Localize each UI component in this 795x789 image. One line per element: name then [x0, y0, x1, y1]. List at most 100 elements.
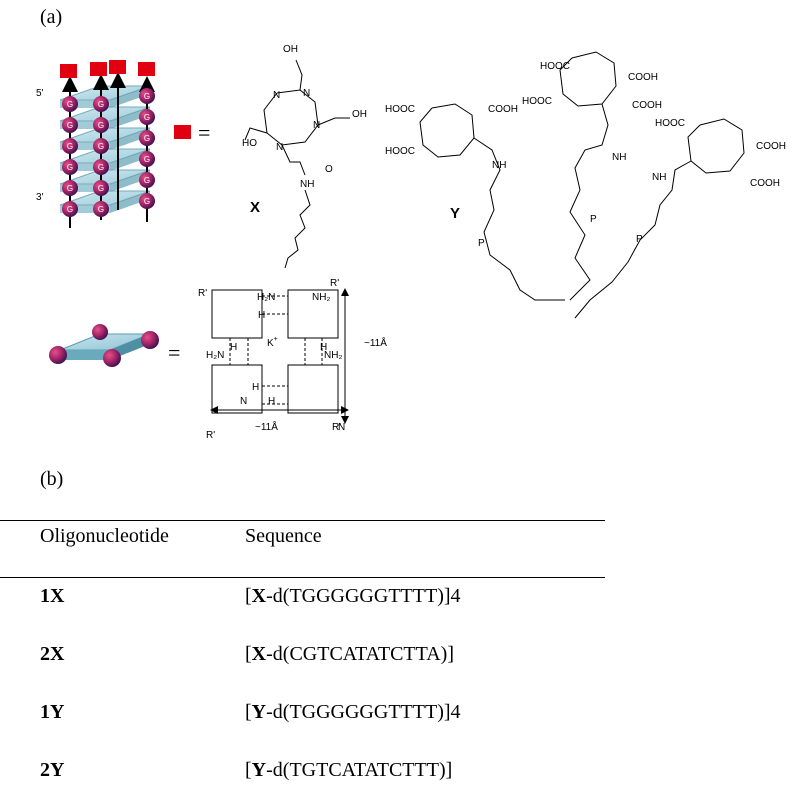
- svg-text:R': R': [330, 278, 339, 289]
- compound-x-structure: [244, 59, 350, 269]
- guanine-letter: G: [98, 205, 104, 214]
- svg-text:NH: NH: [492, 160, 506, 171]
- svg-text:H₂N: H₂N: [206, 350, 224, 361]
- quartet-plate-side: [110, 170, 150, 192]
- quartet-plate-side: [110, 191, 150, 213]
- potassium-ion-label: K+: [267, 336, 278, 349]
- guanine-letter: G: [67, 121, 73, 130]
- compound-y-label: Y: [450, 205, 460, 222]
- guanine-sphere: [93, 159, 109, 175]
- modification-label: X: [251, 643, 267, 665]
- svg-text:HOOC: HOOC: [522, 96, 552, 107]
- svg-text:P: P: [636, 234, 643, 245]
- guanine-sphere: [62, 138, 78, 154]
- tag-square: [60, 64, 77, 78]
- svg-text:NH₂: NH₂: [312, 292, 330, 303]
- svg-text:N: N: [303, 88, 310, 99]
- svg-text:NH: NH: [300, 179, 314, 190]
- guanine-sphere: [93, 201, 109, 217]
- svg-text:HOOC: HOOC: [385, 104, 415, 115]
- metal-chelate-tags: [60, 60, 155, 78]
- single-quartet-plate: [49, 324, 159, 367]
- guanine-letter: G: [98, 100, 104, 109]
- svg-text:COOH: COOH: [632, 100, 662, 111]
- table-header-rule: [0, 577, 605, 578]
- guanine-letter: G: [144, 134, 150, 143]
- column-header-oligonucleotide: Oligonucleotide: [40, 525, 169, 547]
- svg-text:H: H: [268, 396, 275, 407]
- compound-y-atoms: HOOC COOH HOOC HOOC COOH HOOC COOH HOOC …: [385, 61, 786, 249]
- guanine-sphere: [139, 193, 155, 209]
- panel-a-label: (a): [40, 6, 63, 28]
- oligonucleotide-name: 2Y: [40, 759, 65, 781]
- svg-text:NH: NH: [652, 172, 666, 183]
- svg-text:N: N: [240, 396, 247, 407]
- three-prime-label: 3': [36, 192, 44, 203]
- guanine-letter: G: [67, 100, 73, 109]
- modification-label: Y: [251, 759, 267, 781]
- svg-text:P: P: [478, 238, 485, 249]
- quartet-plate-side: [110, 128, 150, 150]
- legend-tag-square: [174, 125, 191, 139]
- panel-b-label: (b): [40, 468, 64, 490]
- guanine-letter: G: [98, 184, 104, 193]
- svg-text:HOOC: HOOC: [655, 118, 685, 129]
- svg-text:OH: OH: [352, 109, 367, 120]
- guanine-letter: G: [144, 176, 150, 185]
- legend-equals: =: [198, 120, 210, 145]
- g-quartet-structure: [210, 288, 349, 424]
- guanine-letter: G: [98, 142, 104, 151]
- svg-text:H: H: [258, 310, 265, 321]
- quartet-equals: =: [168, 340, 180, 365]
- guanine-letter: G: [144, 113, 150, 122]
- svg-text:COOH: COOH: [488, 104, 518, 115]
- guanine-letter: G: [144, 197, 150, 206]
- compound-y-structure: [419, 51, 745, 319]
- guanine-sphere: [62, 180, 78, 196]
- svg-text:N: N: [338, 422, 345, 433]
- guanine-sphere: [62, 201, 78, 217]
- guanine-letter: G: [67, 205, 73, 214]
- oligonucleotide-name: 1Y: [40, 701, 65, 723]
- guanine-sphere: [139, 151, 155, 167]
- table-top-rule: [0, 520, 605, 521]
- svg-text:COOH: COOH: [750, 178, 780, 189]
- tag-square: [138, 62, 155, 76]
- oligonucleotide-name: 1X: [40, 585, 65, 607]
- sequence-cell: [X-d(TGGGGGGTTTT)]4: [245, 585, 461, 607]
- svg-text:P: P: [590, 214, 597, 225]
- guanine-sphere: [62, 96, 78, 112]
- compound-x-label: X: [250, 199, 260, 216]
- guanine-sphere: [139, 109, 155, 125]
- guanine-letter: G: [67, 142, 73, 151]
- svg-text:HOOC: HOOC: [385, 146, 415, 157]
- guanine-letter: G: [67, 184, 73, 193]
- guanine-letter: G: [144, 155, 150, 164]
- svg-text:N: N: [273, 90, 280, 101]
- sequence-cell: [Y-d(TGGGGGGTTTT)]4: [245, 701, 461, 723]
- sequence-cell: [Y-d(TGTCATATCTTT)]: [245, 759, 453, 781]
- quartet-plate-side: [110, 107, 150, 129]
- svg-text:H: H: [252, 382, 259, 393]
- guanine-sphere: [62, 159, 78, 175]
- svg-text:N: N: [276, 142, 283, 153]
- modification-label: X: [251, 585, 267, 607]
- sequence-cell: [X-d(CGTCATATCTTA)]: [245, 643, 455, 665]
- tag-square: [90, 62, 107, 76]
- g-quartet-atoms: R' R' R' R' H₂N NH₂ H₂N NH₂ H H H H N H …: [198, 278, 387, 441]
- quartet-plate-side: [110, 149, 150, 171]
- column-header-sequence: Sequence: [245, 525, 322, 547]
- guanine-letter: G: [67, 163, 73, 172]
- guanine-sphere: [93, 117, 109, 133]
- guanine-sphere: [139, 88, 155, 104]
- modification-label: Y: [251, 701, 267, 723]
- svg-text:HOOC: HOOC: [540, 61, 570, 72]
- five-prime-label: 5': [36, 88, 44, 99]
- svg-text:R': R': [332, 422, 341, 433]
- guanine-letter: G: [144, 92, 150, 101]
- guanine-sphere: [93, 180, 109, 196]
- svg-text:H: H: [230, 342, 237, 353]
- guanine-letter: G: [98, 163, 104, 172]
